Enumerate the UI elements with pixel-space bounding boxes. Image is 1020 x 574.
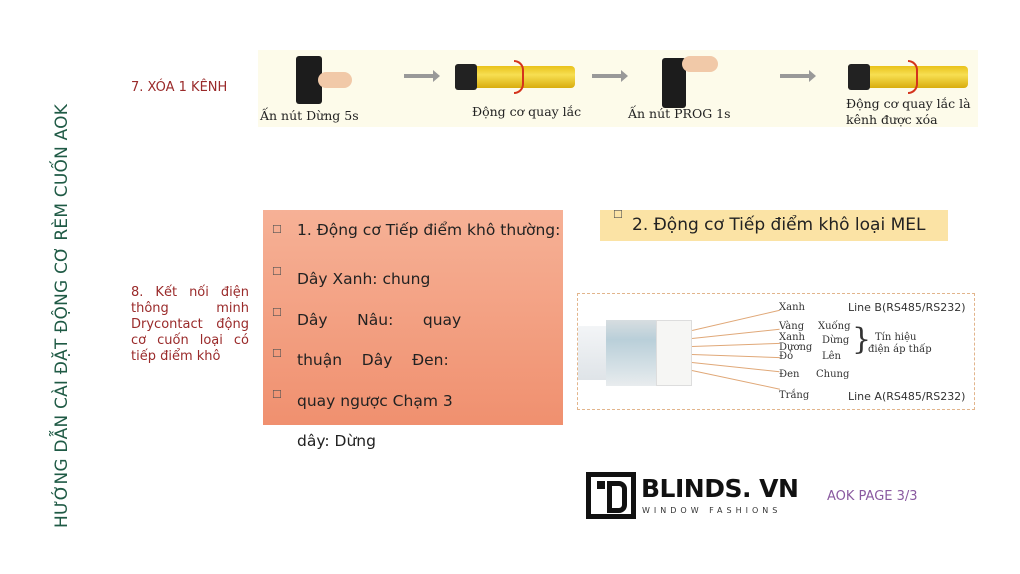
box1-line: 1. Động cơ Tiếp điểm khô thường: [297, 221, 561, 239]
line-b-label: Line B(RS485/RS232) [848, 301, 966, 314]
wire [691, 354, 780, 359]
dry-contact-normal-box [263, 210, 563, 425]
function-label: Chung [816, 369, 850, 380]
wire [692, 328, 780, 339]
function-label: Dừng [822, 335, 850, 346]
box1-line: Dây Nâu: quay [297, 311, 462, 329]
motor-tube-icon [848, 64, 968, 90]
signal-label: Tín hiệu [875, 332, 917, 343]
line-a-label: Line A(RS485/RS232) [848, 390, 966, 403]
checkbox-icon: ☐ [272, 388, 282, 401]
checkbox-icon: ☐ [272, 306, 282, 319]
side-title: HƯỚNG DẪN CÀI ĐẶT ĐỘNG CƠ RÈM CUỐN AOK [52, 103, 72, 528]
section-7-label: 7. XÓA 1 KÊNH [131, 80, 228, 95]
wire-label: Đen [779, 369, 800, 380]
checkbox-icon: ☐ [613, 208, 623, 221]
checkbox-icon: ☐ [272, 265, 282, 278]
cable-end [656, 320, 692, 386]
rotate-icon [908, 60, 918, 94]
wire-label: Xanh [779, 302, 805, 313]
wire-label: Vàng [779, 321, 805, 332]
wire-label: Trắng [779, 390, 810, 401]
delete-channel-steps-image: Ấn nút Dừng 5s Động cơ quay lắc Ấn nút P… [258, 50, 978, 127]
step-caption: Động cơ quay lắc là [846, 96, 971, 111]
step-caption: kênh được xóa [846, 112, 938, 127]
rotate-icon [514, 60, 524, 94]
blinds-logo-text: BLINDS. VN [641, 474, 799, 503]
mel-title: 2. Động cơ Tiếp điểm khô loại MEL [600, 210, 948, 241]
wire [691, 362, 780, 373]
page-number: AOK PAGE 3/3 [827, 489, 918, 504]
hand-icon [682, 56, 718, 72]
wire-label: Dương [779, 342, 813, 353]
brace-icon: } [852, 322, 872, 357]
arrow-icon [592, 70, 628, 82]
arrow-icon [780, 70, 816, 82]
wire [691, 370, 781, 390]
cable-sleeve [606, 320, 656, 386]
wire [692, 342, 780, 347]
box1-line: quay ngược Chạm 3 [297, 392, 453, 410]
mel-wiring-diagram: Xanh Vàng Xanh Dương Đỏ Đen Trắng Xuống … [577, 293, 975, 410]
function-label: Xuống [818, 321, 851, 332]
wire [692, 309, 780, 331]
blinds-logo-subtitle: WINDOW FASHIONS [642, 506, 782, 515]
step-caption: Động cơ quay lắc [472, 104, 582, 119]
wire-label: Đỏ [779, 351, 794, 362]
blinds-logo-mark [586, 472, 636, 519]
remote-icon [296, 56, 322, 104]
hand-icon [318, 72, 352, 88]
wire-label: Xanh [779, 332, 805, 343]
signal-label: điện áp thấp [868, 344, 932, 355]
function-label: Lên [822, 351, 841, 362]
checkbox-icon: ☐ [272, 223, 282, 236]
box1-line: thuận Dây Đen: [297, 351, 449, 369]
step-caption: Ấn nút PROG 1s [628, 106, 731, 121]
box1-line: dây: Dừng [297, 432, 376, 450]
box1-line: Dây Xanh: chung [297, 270, 431, 288]
motor-tube-icon [455, 64, 575, 90]
arrow-icon [404, 70, 440, 82]
section-8-label: 8. Kết nối điện thông minh Drycontact độ… [131, 285, 249, 364]
step-caption: Ấn nút Dừng 5s [260, 108, 359, 123]
checkbox-icon: ☐ [272, 347, 282, 360]
